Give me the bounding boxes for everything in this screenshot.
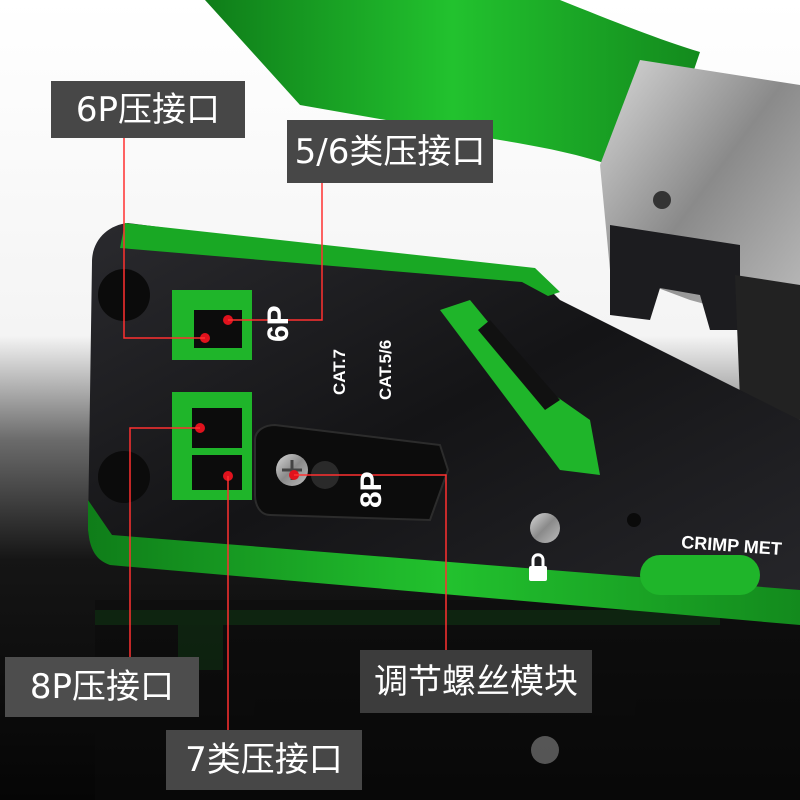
adjustment-screw-module[interactable] bbox=[254, 423, 450, 522]
slot bbox=[478, 320, 560, 410]
small-hole bbox=[627, 513, 641, 527]
green-bottom-band bbox=[88, 500, 800, 625]
green-rim bbox=[120, 223, 560, 296]
callout-cat56-crimp-port: 5/6类压接口 bbox=[287, 120, 493, 183]
crimp-jaw bbox=[610, 225, 740, 330]
leader-lines bbox=[123, 138, 447, 730]
body-screw-bottom bbox=[98, 451, 150, 503]
label-6p: 6P bbox=[262, 305, 295, 342]
callout-6p-crimp-port: 6P压接口 bbox=[51, 81, 245, 138]
callout-cat7-crimp-port: 7类压接口 bbox=[166, 730, 362, 790]
callout-adjustment-screw-module: 调节螺丝模块 bbox=[360, 650, 592, 713]
label-8p: 8P bbox=[355, 471, 388, 508]
green-side bbox=[440, 300, 600, 475]
lock-button[interactable] bbox=[530, 513, 560, 543]
pivot-hole bbox=[653, 191, 671, 209]
green-pill-button[interactable] bbox=[640, 555, 760, 595]
label-cat7: CAT.7 bbox=[330, 349, 349, 395]
label-cat56: CAT.5/6 bbox=[376, 339, 395, 400]
padlock-icon bbox=[529, 553, 547, 581]
green-handle bbox=[205, 0, 700, 185]
upper-die bbox=[735, 275, 800, 420]
callout-8p-crimp-port: 8P压接口 bbox=[5, 657, 199, 717]
